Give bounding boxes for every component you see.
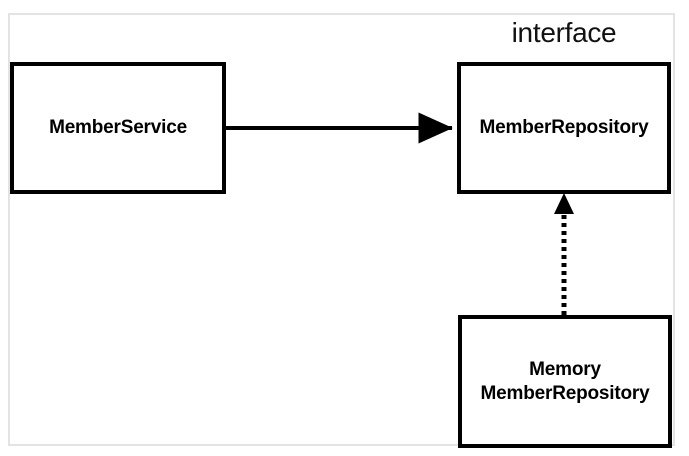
class-box-member-repository[interactable]: MemberRepository — [457, 62, 671, 194]
class-box-member-service[interactable]: MemberService — [10, 62, 226, 194]
interface-stereotype-label: interface — [511, 17, 617, 48]
class-label-memory-member-repository: Memory MemberRepository — [480, 358, 650, 404]
class-label-member-service: MemberService — [49, 117, 187, 139]
class-label-member-repository: MemberRepository — [479, 117, 649, 139]
class-box-memory-member-repository[interactable]: Memory MemberRepository — [458, 315, 672, 448]
